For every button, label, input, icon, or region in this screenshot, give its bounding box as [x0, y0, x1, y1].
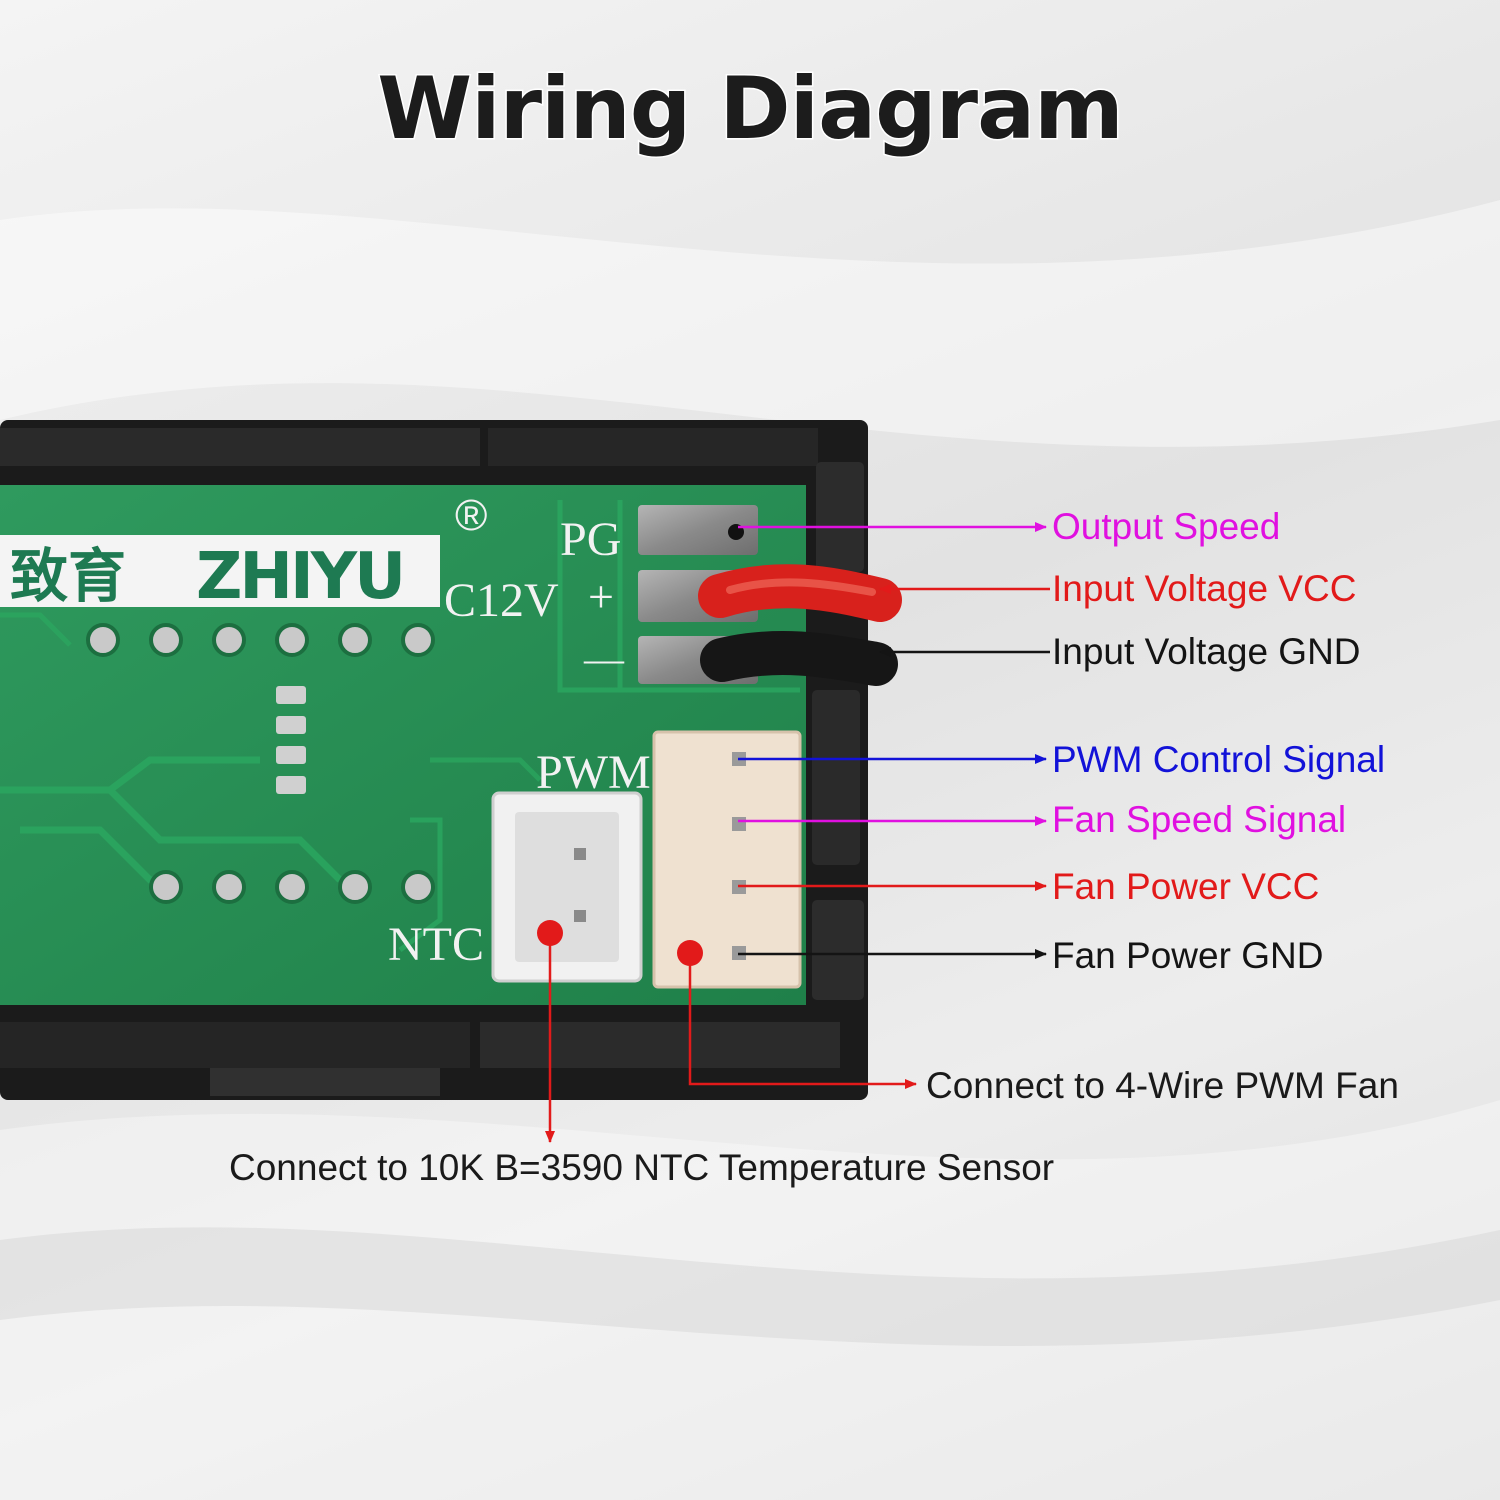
- power-wires: [698, 564, 902, 686]
- pg-silk-label: PG: [560, 513, 621, 566]
- plus-silk-label: +: [588, 571, 614, 622]
- smd-components: [276, 686, 306, 794]
- fan-vcc-label: Fan Power VCC: [1052, 866, 1319, 907]
- brand-cn-text: 致育: [10, 542, 126, 610]
- input-vcc-label: Input Voltage VCC: [1052, 568, 1356, 609]
- pwm-fan-note: Connect to 4-Wire PWM Fan: [926, 1065, 1399, 1106]
- pwm-silk-label: PWM: [536, 746, 651, 799]
- fan-gnd-label: Fan Power GND: [1052, 935, 1323, 976]
- through-holes: [86, 623, 435, 904]
- fan-speed-label: Fan Speed Signal: [1052, 799, 1346, 840]
- output-speed-label: Output Speed: [1052, 506, 1280, 547]
- dc12v-silk-label: C12V: [444, 574, 559, 627]
- brand-text: ZHIYU: [196, 540, 403, 614]
- ntc-silk-label: NTC: [388, 918, 484, 971]
- diagram-title: Wiring Diagram: [377, 59, 1122, 159]
- brand-label: 致育 ZHIYU ®: [0, 491, 487, 614]
- silkscreen: PG C12V + — PWM NTC: [388, 513, 651, 971]
- pwm-fan-arrow: [688, 953, 917, 1089]
- pwm-fan-connector: [652, 730, 802, 989]
- minus-silk-label: —: [583, 636, 625, 681]
- background-swoosh: [0, 200, 1500, 1500]
- ntc-connector: [491, 791, 643, 983]
- registered-mark: ®: [455, 491, 487, 540]
- black-wire: [700, 631, 898, 686]
- pwm-control-label: PWM Control Signal: [1052, 739, 1385, 780]
- ntc-sensor-note: Connect to 10K B=3590 NTC Temperature Se…: [229, 1147, 1054, 1188]
- input-gnd-label: Input Voltage GND: [1052, 631, 1361, 672]
